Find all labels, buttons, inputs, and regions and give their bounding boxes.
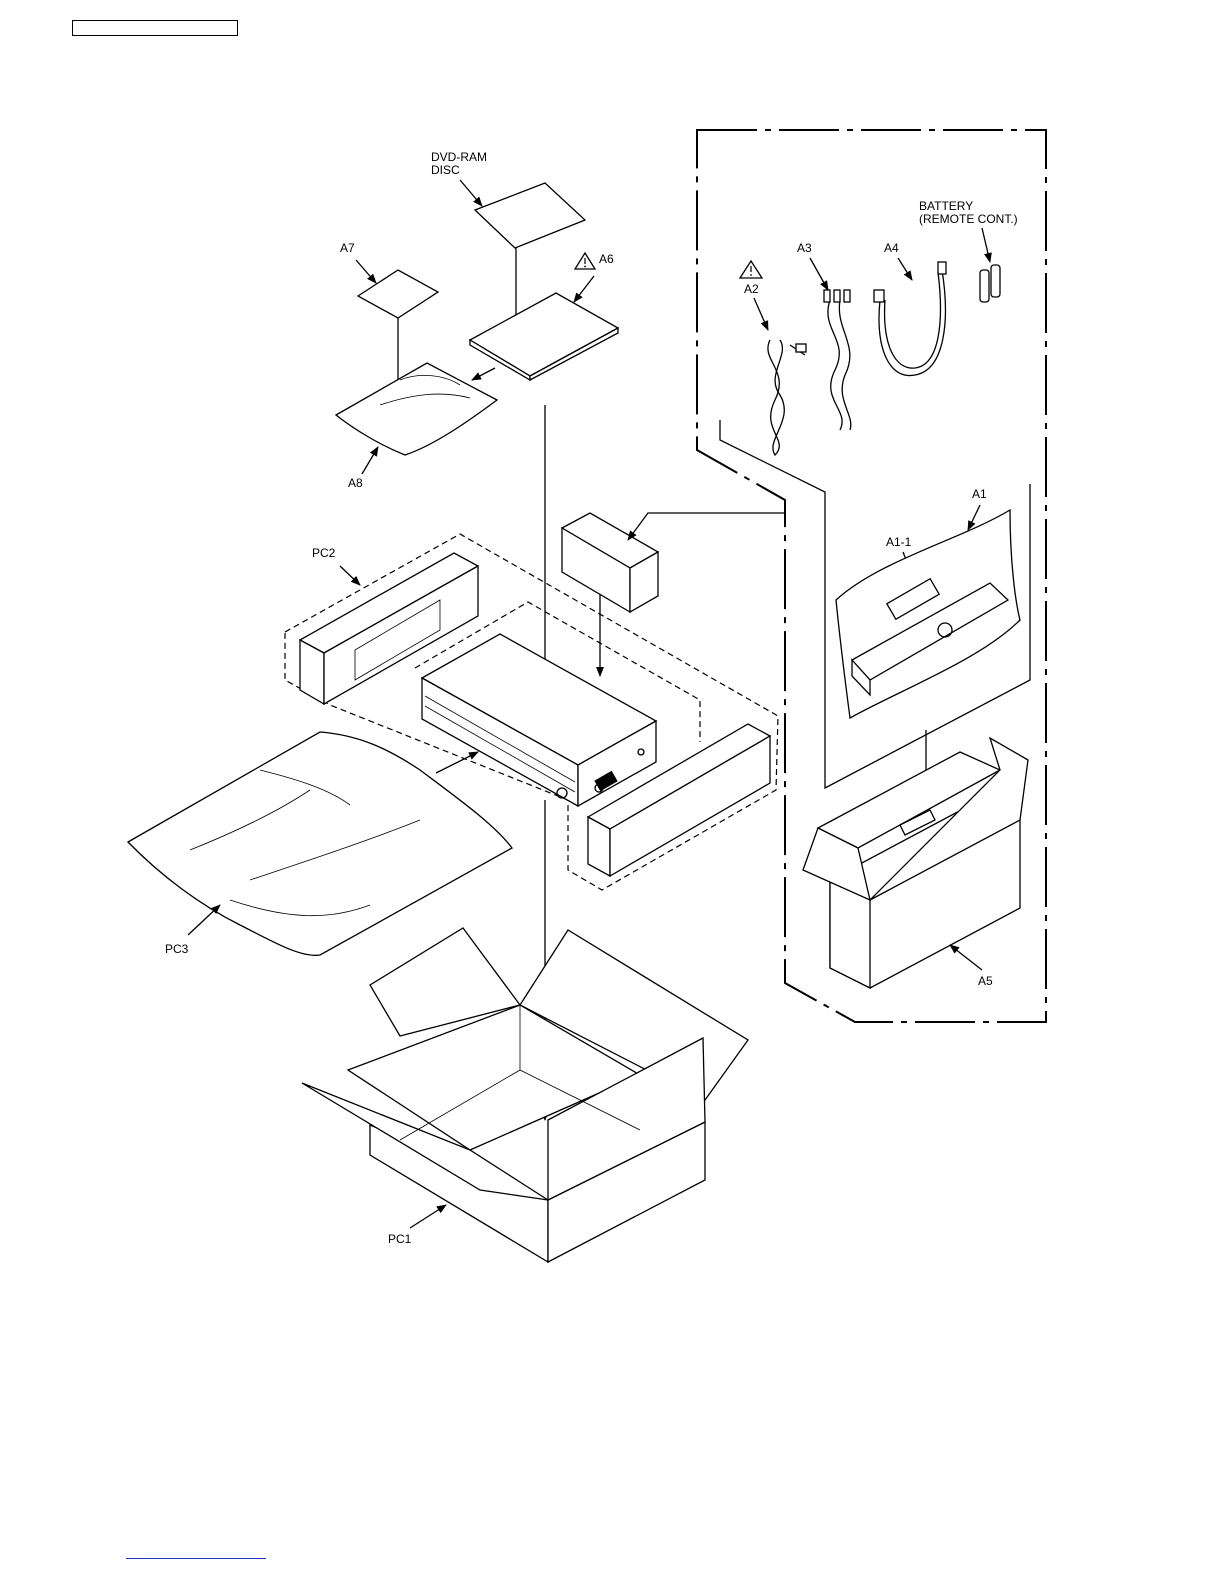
a8-bag (336, 363, 497, 455)
leader-a5 (950, 945, 982, 970)
label-a1: A1 (972, 487, 987, 501)
a3-av-cable (824, 290, 851, 430)
label-dvd-ram-1: DVD-RAM (431, 150, 487, 164)
a1-remote-control (836, 510, 1020, 718)
a6-manual (470, 293, 618, 380)
warning-triangle-icon (740, 261, 762, 278)
warning-triangle-icon (575, 253, 595, 269)
label-a4: A4 (884, 241, 899, 255)
label-a3: A3 (797, 241, 812, 255)
dvd-recorder-unit (422, 634, 656, 806)
pc1-carton (302, 928, 748, 1262)
label-dvd-ram-2: DISC (431, 163, 460, 177)
arrow-manual-to-bag (472, 368, 495, 380)
leader-pc2 (340, 566, 360, 585)
leader-a6 (574, 276, 594, 302)
label-a7: A7 (340, 241, 355, 255)
label-battery-2: (REMOTE CONT.) (919, 212, 1018, 226)
leader-pc3 (188, 905, 220, 935)
a2-power-cord (768, 340, 806, 455)
footer-link-underline[interactable] (126, 1558, 266, 1559)
leader-a2 (754, 298, 768, 330)
leader-a7 (356, 260, 376, 283)
arrow-accessories-to-box (628, 513, 785, 540)
label-a5: A5 (978, 974, 993, 988)
label-a8: A8 (348, 476, 363, 490)
label-battery-1: BATTERY (919, 199, 973, 213)
label-a2: A2 (744, 282, 759, 296)
dvd-ram-disc (475, 183, 585, 248)
leader-pc1 (410, 1205, 446, 1228)
leader-dvd-ram (460, 180, 482, 206)
a4-rf-cable (874, 262, 946, 376)
leader-battery (982, 228, 990, 262)
accessory-box-small (562, 513, 658, 612)
a7-sheet (358, 270, 438, 318)
label-pc3: PC3 (165, 942, 189, 956)
label-pc1: PC1 (388, 1232, 412, 1246)
label-pc2: PC2 (312, 546, 336, 560)
batteries (980, 265, 1000, 302)
leader-a4 (898, 258, 912, 280)
pc3-bag (128, 732, 512, 955)
label-a1-1: A1-1 (886, 535, 912, 549)
a5-accessory-carton (803, 738, 1028, 988)
leader-a8 (362, 447, 378, 474)
label-a6: A6 (599, 252, 614, 266)
leader-a3 (810, 258, 828, 290)
